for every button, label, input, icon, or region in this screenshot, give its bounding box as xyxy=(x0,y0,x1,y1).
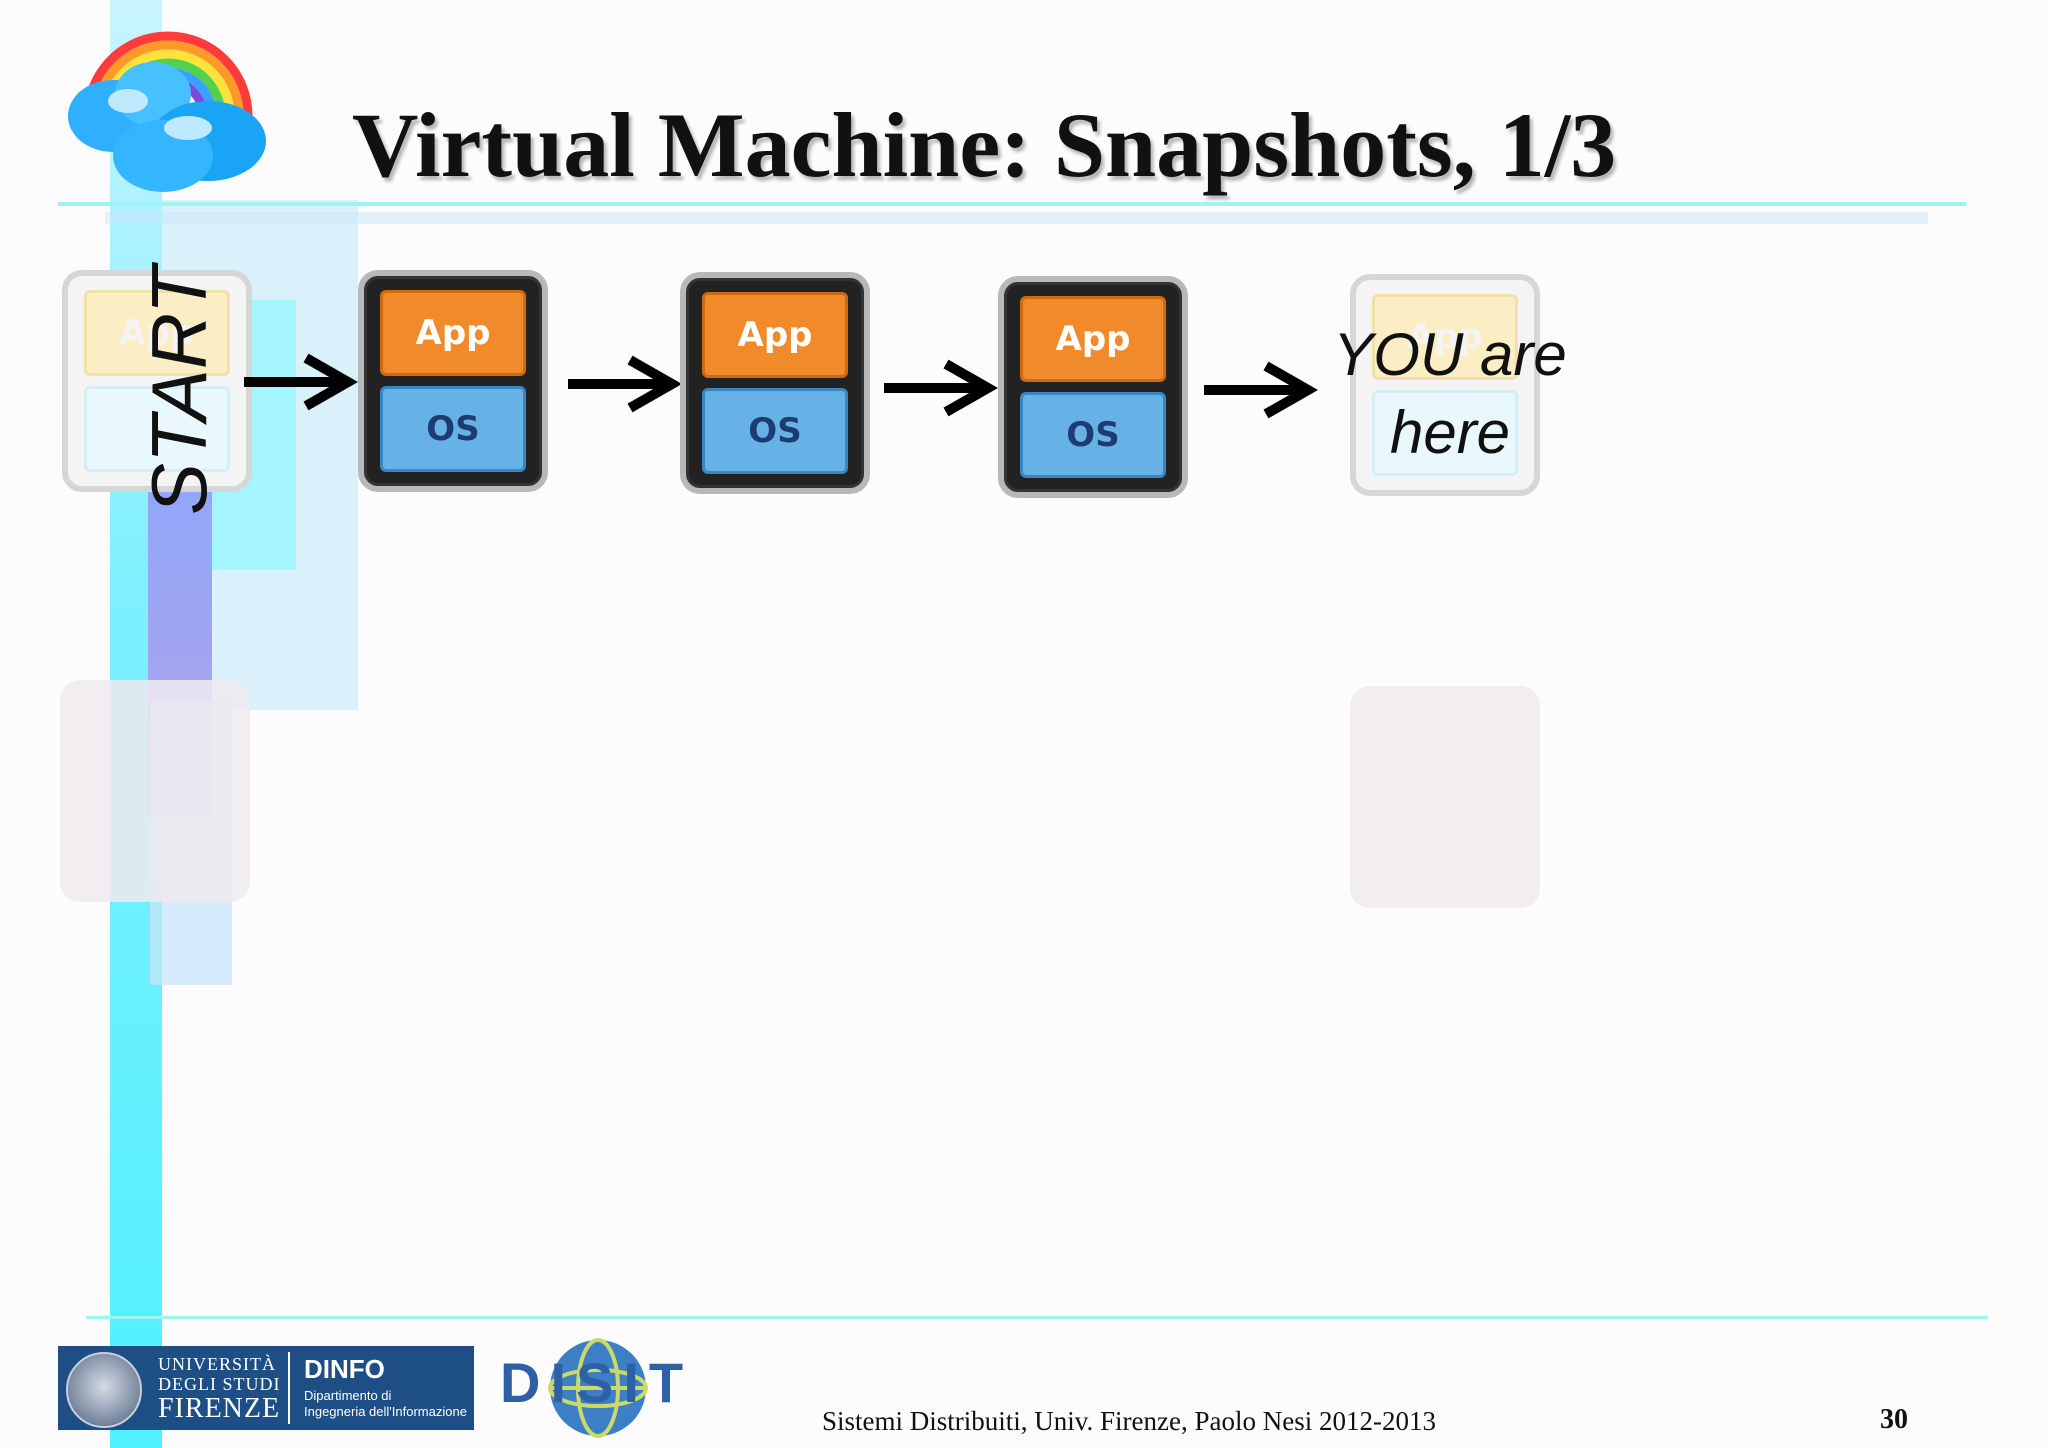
vm-os-slot: OS xyxy=(702,388,848,474)
dinfo-sub-line-2: Ingegneria dell'Informazione xyxy=(304,1404,467,1419)
vm-snapshot-3: App OS xyxy=(998,276,1188,498)
you-are-here-line-1: YOU are xyxy=(1333,321,1567,388)
vm-app-slot: App xyxy=(84,290,230,376)
ghost-box xyxy=(60,680,250,902)
ghost-box xyxy=(1350,686,1540,908)
arrow-icon xyxy=(568,355,682,413)
vm-app-slot: App xyxy=(1372,294,1518,380)
vm-os-slot: OS xyxy=(84,386,230,472)
start-label: START xyxy=(135,266,223,515)
vm-start: App OS xyxy=(62,270,252,492)
vm-os-slot: OS xyxy=(380,386,526,472)
university-seal-icon xyxy=(66,1352,142,1428)
title-shadow-rule xyxy=(105,212,1928,224)
rainbow-cloud-logo xyxy=(68,31,266,192)
arrow-icon xyxy=(1204,361,1318,419)
vm-os-slot: OS xyxy=(1372,390,1518,476)
logo-divider xyxy=(288,1352,290,1424)
vm-snapshot-1: App OS xyxy=(358,270,548,492)
vm-app-slot: App xyxy=(702,292,848,378)
vm-snapshot-2: App OS xyxy=(680,272,870,494)
you-are-here-label: YOU are here xyxy=(1300,316,1600,472)
vm-app-slot: App xyxy=(380,290,526,376)
footer-text: Sistemi Distribuiti, Univ. Firenze, Paol… xyxy=(822,1406,1436,1436)
university-line-2: DEGLI STUDI xyxy=(158,1374,281,1394)
arrow-icon xyxy=(884,359,998,417)
university-line-1: UNIVERSITÀ xyxy=(158,1354,276,1374)
vm-app-slot: App xyxy=(1020,296,1166,382)
unifi-dinfo-logo: UNIVERSITÀ DEGLI STUDI FIRENZE DINFO Dip… xyxy=(58,1346,474,1430)
university-line-3: FIRENZE xyxy=(158,1393,281,1424)
dinfo-sub-line-1: Dipartimento di xyxy=(304,1388,392,1403)
dinfo-subtitle: Dipartimento di Ingegneria dell'Informaz… xyxy=(304,1388,467,1420)
arrow-icon xyxy=(244,353,358,411)
page-number: 30 xyxy=(1880,1404,1908,1435)
vm-os-slot: OS xyxy=(1020,392,1166,478)
disit-logo: DISIT xyxy=(500,1336,690,1440)
university-name: UNIVERSITÀ DEGLI STUDI FIRENZE xyxy=(158,1354,280,1424)
footer-rule xyxy=(86,1316,1988,1319)
globe-icon xyxy=(548,1338,648,1438)
disit-wordmark: DISIT xyxy=(500,1351,694,1414)
vm-current: App OS xyxy=(1350,274,1540,496)
title-rule xyxy=(58,202,1966,206)
page-title: Virtual Machine: Snapshots, 1/3 xyxy=(352,94,1617,196)
dinfo-title: DINFO xyxy=(304,1354,385,1384)
you-are-here-line-2: here xyxy=(1389,399,1511,466)
